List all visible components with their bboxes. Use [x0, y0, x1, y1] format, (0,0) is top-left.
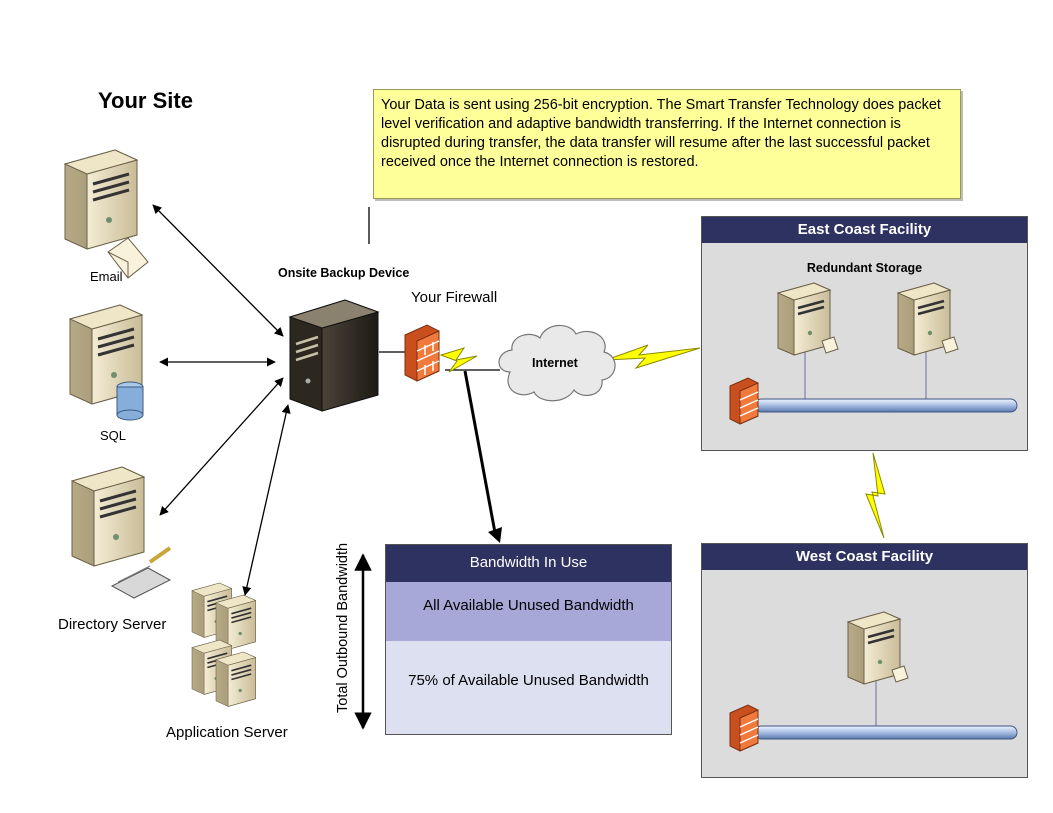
backup-device-label: Onsite Backup Device [278, 266, 410, 280]
email-server-icon [63, 148, 149, 279]
west-storage-server-icon [846, 610, 910, 686]
connection-arrows [152, 204, 500, 596]
application-server-label: Application Server [166, 724, 288, 741]
sql-server-icon [68, 303, 144, 421]
directory-server-icon [70, 465, 172, 599]
internet-cloud-icon [498, 324, 616, 402]
bandwidth-panel: Bandwidth In Use All Available Unused Ba… [385, 544, 672, 735]
west-facility-title: West Coast Facility [702, 544, 1027, 570]
west-storage-network [729, 610, 1018, 752]
bandwidth-title: Bandwidth In Use [386, 545, 671, 582]
redundant-storage-label: Redundant Storage [806, 261, 923, 275]
encryption-callout: Your Data is sent using 256-bit encrypti… [373, 89, 961, 199]
internet-label: Internet [532, 356, 578, 370]
email-label: Email [90, 269, 123, 284]
sql-label: SQL [100, 428, 127, 443]
bandwidth-all-unused: All Available Unused Bandwidth [386, 582, 671, 642]
east-storage-server-icon [776, 281, 840, 357]
link-bolt-icon [605, 344, 701, 370]
bandwidth-arrow [463, 370, 498, 539]
bandwidth-arrowhead [488, 527, 502, 543]
bandwidth-75-percent: 75% of Available Unused Bandwidth [386, 641, 671, 734]
directory-server-label: Directory Server [58, 616, 167, 633]
total-bandwidth-label: Total Outbound Bandwidth [335, 542, 351, 713]
east-storage-server-icon [896, 281, 960, 357]
firewall-label: Your Firewall [411, 289, 498, 306]
east-facility-title: East Coast Facility [702, 217, 1027, 243]
east-firewall-icon [729, 377, 759, 425]
link-bolt-icon [865, 452, 886, 539]
east-storage-network [729, 281, 1018, 425]
west-firewall-icon [729, 704, 759, 752]
site-title: Your Site [98, 88, 193, 113]
backup-device-icon [288, 299, 380, 412]
link-bolt-icon [439, 347, 478, 373]
